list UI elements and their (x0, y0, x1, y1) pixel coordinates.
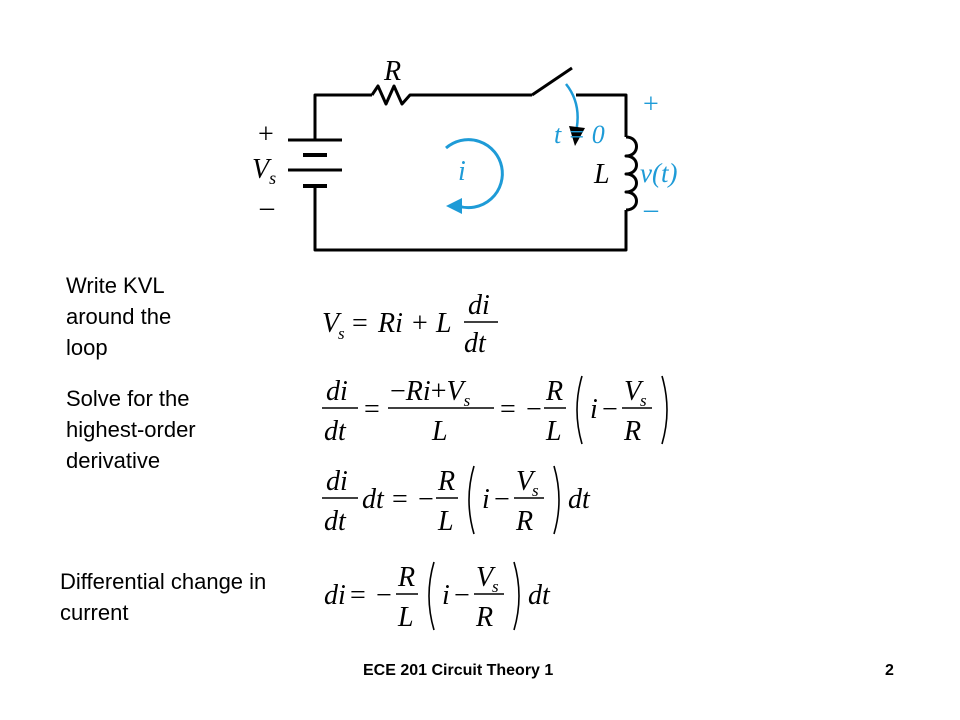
wire-right-bottom (313, 188, 628, 252)
wire-right-top (576, 93, 628, 137)
switch-blade (531, 66, 573, 97)
svg-text:s: s (338, 324, 345, 343)
resistor (370, 84, 416, 106)
inductor-label: L (593, 159, 610, 190)
svg-text:L: L (431, 416, 448, 447)
svg-text:V: V (322, 308, 342, 339)
resistor-label: R (383, 56, 401, 87)
svg-text:−: − (418, 484, 434, 515)
svg-text:=: = (364, 394, 380, 425)
svg-text:V: V (516, 466, 536, 497)
svg-text:di: di (326, 376, 348, 407)
svg-text:R: R (515, 506, 533, 537)
footer-course: ECE 201 Circuit Theory 1 (363, 662, 554, 679)
svg-text:R: R (475, 602, 493, 633)
kvl-label: Write KVL around the loop (66, 273, 172, 360)
svg-text:dt: dt (464, 328, 487, 358)
svg-text:dt: dt (324, 506, 347, 537)
switch-arrowhead-icon (569, 126, 585, 146)
svg-text:i: i (442, 580, 450, 611)
circuit-diagram: R t = 0 L i Vs + – + v(t) – (252, 56, 677, 252)
source-minus: – (259, 192, 275, 223)
svg-text:V: V (624, 376, 644, 407)
footer-page-number: 2 (885, 662, 894, 679)
svg-text:V: V (476, 562, 496, 593)
svg-text:di: di (326, 466, 348, 497)
svg-text:=: = (350, 580, 366, 611)
svg-text:s: s (640, 391, 647, 410)
current-label: i (458, 156, 466, 187)
svg-text:+: + (412, 308, 428, 339)
svg-text:R: R (437, 466, 455, 497)
svg-text:−: − (494, 484, 510, 515)
wire-left (313, 93, 372, 138)
svg-text:s: s (532, 481, 539, 500)
svg-text:−Ri+Vs: −Ri+Vs (390, 376, 471, 410)
equation-3: di dt dt = − R L i − V s R dt (322, 465, 591, 537)
battery-symbol (288, 138, 342, 190)
svg-text:L: L (437, 506, 454, 537)
svg-text:s: s (492, 577, 499, 596)
voltage-minus: – (643, 194, 659, 225)
svg-text:L: L (435, 308, 452, 339)
svg-text:dt: dt (528, 580, 551, 611)
svg-text:=: = (352, 308, 368, 339)
inductor-coil (624, 135, 638, 212)
svg-text:−: − (602, 394, 618, 425)
equation-2: di dt = −Ri+Vs L = − R L i − V s R (322, 375, 668, 447)
svg-text:L: L (545, 416, 562, 447)
svg-text:L: L (397, 602, 414, 633)
source-label: Vs (252, 154, 276, 188)
voltage-label: v(t) (640, 158, 677, 188)
source-plus: + (258, 119, 274, 150)
svg-text:R: R (623, 416, 641, 447)
svg-text:Ri: Ri (377, 308, 403, 339)
svg-text:di: di (468, 290, 490, 321)
voltage-plus: + (643, 89, 659, 120)
svg-text:dt: dt (568, 484, 591, 515)
svg-text:=: = (500, 394, 516, 425)
svg-text:=: = (392, 484, 408, 515)
current-loop-arrow (445, 138, 504, 210)
equation-4: di = − R L i − V s R dt (324, 561, 551, 633)
svg-text:−: − (526, 394, 542, 425)
switch-time-label: t = 0 (554, 120, 605, 149)
current-arrowhead-icon (446, 198, 462, 214)
svg-text:di: di (324, 580, 346, 611)
svg-text:dt: dt (324, 416, 347, 447)
solve-label: Solve for the highest-order derivative (66, 386, 196, 473)
svg-text:−: − (454, 580, 470, 611)
svg-text:−: − (376, 580, 392, 611)
svg-text:i: i (590, 394, 598, 425)
equation-1: V s = Ri + L di dt (322, 290, 498, 358)
svg-text:R: R (545, 376, 563, 407)
diff-label: Differential change in current (60, 569, 267, 625)
svg-text:R: R (397, 562, 415, 593)
svg-text:i: i (482, 484, 490, 515)
svg-text:dt: dt (362, 484, 385, 515)
